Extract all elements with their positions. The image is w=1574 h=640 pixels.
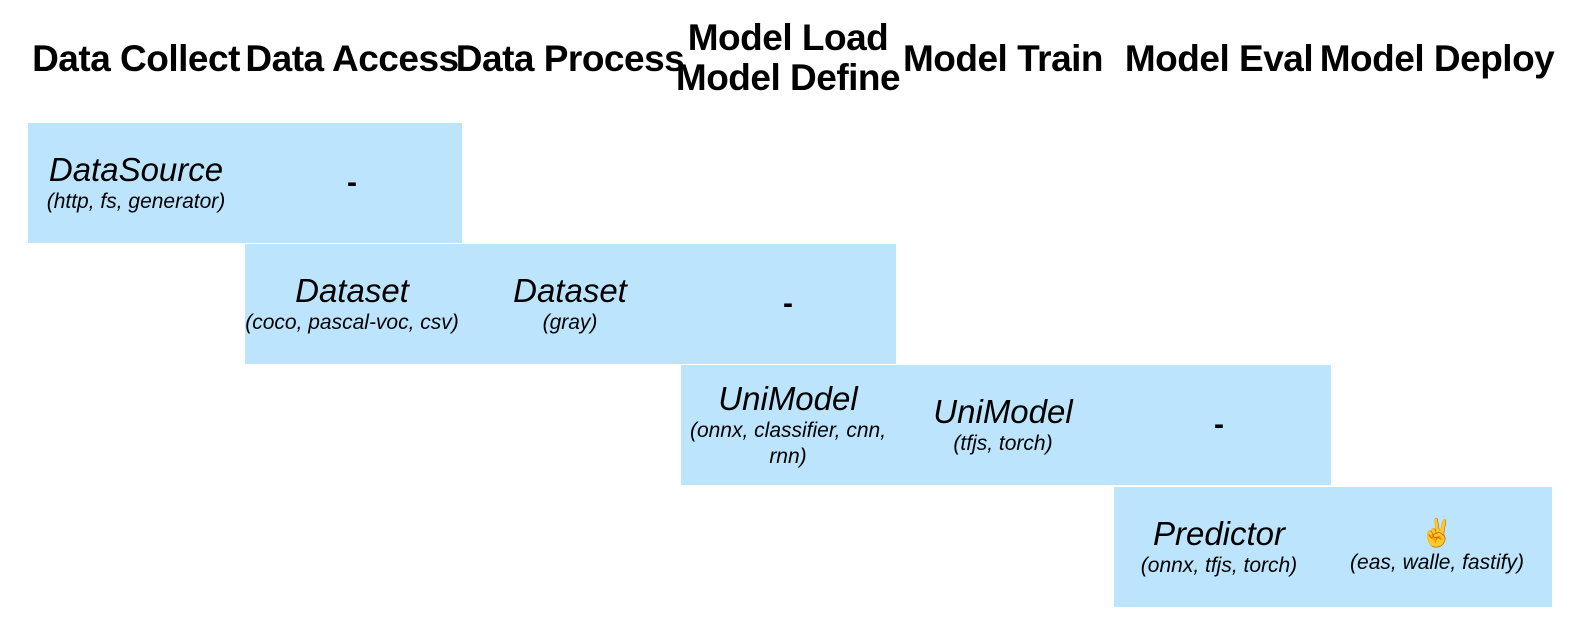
column-header-data-collect: Data Collect [32, 38, 240, 79]
cell-unimodel-load: UniModel(onnx, classifier, cnn, rnn) [673, 365, 903, 485]
cell-subtitle: (http, fs, generator) [46, 190, 226, 213]
column-header-model-train: Model Train [902, 38, 1104, 79]
cell-subtitle: (coco, pascal-voc, csv) [245, 311, 459, 334]
cell-subtitle: (onnx, classifier, cnn, rnn) [689, 419, 887, 468]
cell-predictor-deploy: ✌️ (eas, walle, fastify) [1322, 487, 1552, 607]
cell-dataset-access: Dataset(coco, pascal-voc, csv) [237, 244, 467, 364]
band-unimodel-band: UniModel(onnx, classifier, cnn, rnn)UniM… [681, 365, 1331, 485]
cell-title: Dataset [295, 272, 409, 309]
cell-dataset-process: Dataset(gray) [455, 244, 685, 364]
cell-datasource: DataSource(http, fs, generator) [21, 123, 251, 243]
cell-dash-placeholder: - [347, 166, 357, 199]
cell-model-load-dash: - [673, 244, 903, 364]
band-predictor-band: Predictor(onnx, tfjs, torch) ✌️ (eas, wall… [1114, 487, 1552, 607]
column-header-data-access: Data Access [245, 38, 459, 79]
band-dataset-band: Dataset(coco, pascal-voc, csv)Dataset(gr… [245, 244, 896, 364]
cell-title: DataSource [48, 151, 224, 188]
cell-title: UniModel [718, 380, 858, 417]
column-header-model-load: Model Load Model Define [675, 17, 901, 98]
column-header-model-eval: Model Eval [1124, 38, 1314, 79]
cell-data-access-dash: - [237, 123, 467, 243]
cell-title: Dataset [513, 272, 627, 309]
cell-subtitle: (eas, walle, fastify) [1350, 551, 1524, 574]
column-header-model-deploy: Model Deploy [1319, 38, 1555, 79]
band-datasource-band: DataSource(http, fs, generator) - [28, 123, 462, 243]
cell-title: Predictor [1152, 515, 1286, 552]
cell-subtitle: (onnx, tfjs, torch) [1140, 554, 1298, 577]
cell-unimodel-train: UniModel(tfjs, torch) [888, 365, 1118, 485]
cell-model-eval-dash: - [1104, 365, 1334, 485]
victory-hand-icon: ✌️ [1420, 518, 1454, 548]
cell-dash-placeholder: - [783, 287, 793, 320]
cell-subtitle: (tfjs, torch) [953, 432, 1053, 455]
cell-subtitle: (gray) [542, 311, 598, 334]
cell-predictor-eval: Predictor(onnx, tfjs, torch) [1104, 487, 1334, 607]
cell-dash-placeholder: - [1214, 408, 1224, 441]
cell-title: UniModel [933, 393, 1073, 430]
column-header-data-process: Data Process [455, 38, 685, 79]
